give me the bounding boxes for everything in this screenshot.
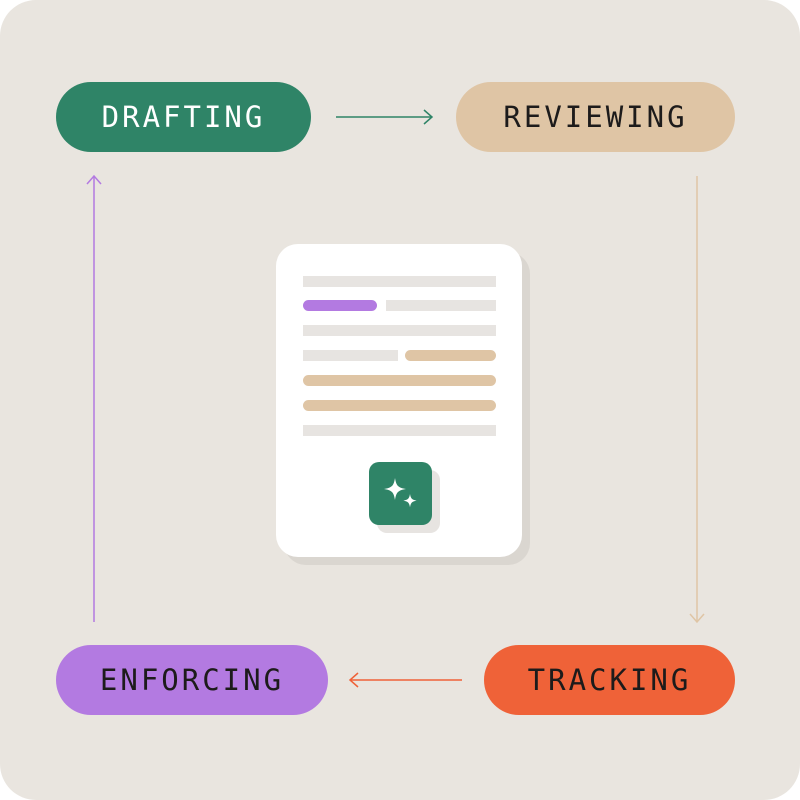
- arrow-enforcing-to-drafting: [86, 174, 102, 622]
- document-line-highlight-tan: [303, 400, 496, 411]
- stage-tracking-label: TRACKING: [527, 663, 692, 697]
- stage-tracking: TRACKING: [484, 645, 735, 715]
- document-line-highlight-purple: [303, 300, 377, 311]
- stage-drafting: DRAFTING: [56, 82, 311, 152]
- document-line-highlight-tan: [405, 350, 496, 361]
- stage-reviewing-label: REVIEWING: [503, 100, 688, 134]
- stage-enforcing-label: ENFORCING: [99, 663, 285, 697]
- arrow-tracking-to-enforcing: [348, 672, 462, 688]
- stage-enforcing: ENFORCING: [56, 645, 328, 715]
- document-line: [303, 425, 496, 436]
- document-line: [303, 350, 398, 361]
- stage-drafting-label: DRAFTING: [101, 100, 266, 134]
- document-line: [386, 300, 496, 311]
- stage-reviewing: REVIEWING: [456, 82, 735, 152]
- ai-badge: [369, 462, 432, 525]
- arrow-reviewing-to-tracking: [689, 176, 705, 624]
- document-line-highlight-tan: [303, 375, 496, 386]
- arrow-drafting-to-reviewing: [336, 109, 434, 125]
- document-line: [303, 325, 496, 336]
- document-line: [303, 276, 496, 287]
- sparkles-icon: [384, 478, 417, 508]
